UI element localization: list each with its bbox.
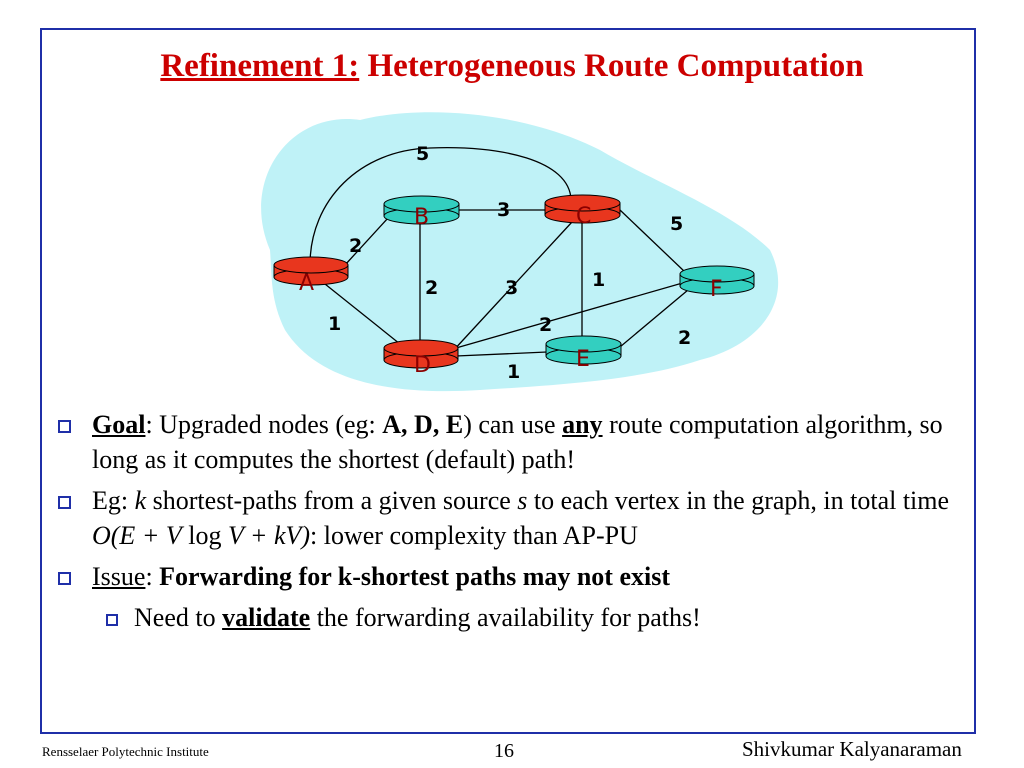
weight-C-D: 3	[505, 277, 518, 299]
title-text: Heterogeneous Route Computation	[359, 48, 864, 84]
node-B: B	[383, 195, 460, 230]
weight-A-D: 1	[328, 313, 341, 335]
weight-A-B: 2	[349, 235, 362, 257]
network-cloud	[261, 112, 779, 392]
node-E-label: E	[576, 347, 590, 372]
bullet-example: Eg: k shortest-paths from a given source…	[58, 483, 958, 553]
edge-A-B	[344, 217, 389, 266]
weight-A-C: 5	[416, 143, 429, 165]
edge-C-D	[451, 221, 573, 353]
goal-text-2: ) can use	[463, 410, 563, 439]
weight-B-C: 3	[497, 199, 510, 221]
title-prefix: Refinement 1:	[160, 48, 360, 84]
weight-C-F: 5	[670, 213, 683, 235]
issue-colon: :	[145, 562, 160, 591]
validate-text-2: the forwarding availability for paths!	[310, 603, 701, 632]
page-number: 16	[494, 740, 514, 762]
validate-word: validate	[222, 603, 311, 632]
footer-institution: Rensselaer Polytechnic Institute	[42, 744, 209, 759]
bullet-list: Goal: Upgraded nodes (eg: A, D, E) can u…	[58, 407, 958, 641]
bullet-goal: Goal: Upgraded nodes (eg: A, D, E) can u…	[58, 407, 958, 477]
node-F: F	[679, 265, 755, 302]
network-diagram: A B C D E F 5 3 5 2 2 3 1 1 2 2 1	[261, 112, 779, 392]
edge-A-D	[319, 279, 406, 349]
node-D: D	[383, 339, 459, 378]
node-A: A	[273, 256, 349, 296]
node-D-label: D	[414, 353, 431, 378]
weight-D-E: 1	[507, 361, 520, 383]
example-text-2: shortest-paths from a given source	[146, 486, 518, 515]
weight-D-F: 2	[539, 314, 552, 336]
edge-A-C	[309, 146, 572, 266]
goal-any: any	[562, 410, 603, 439]
issue-text: Forwarding for k-shortest paths may not …	[159, 562, 671, 591]
example-text-1: Eg:	[92, 486, 135, 515]
goal-text-3: route computation algorithm, so long as …	[92, 410, 943, 474]
slide-title: Refinement 1: Heterogeneous Route Comput…	[0, 44, 1024, 88]
weight-E-F: 2	[678, 327, 691, 349]
goal-text-1: : Upgraded nodes (eg:	[145, 410, 383, 439]
validate-text-1: Need to	[134, 603, 223, 632]
node-C: C	[544, 194, 621, 229]
example-k: k	[134, 486, 147, 515]
weight-C-E: 1	[592, 269, 605, 291]
goal-nodes: A, D, E	[382, 410, 464, 439]
example-log: log	[181, 521, 228, 550]
bullet-box-icon	[58, 420, 71, 433]
edge-D-F	[455, 281, 687, 349]
bullet-issue: Issue: Forwarding for k-shortest paths m…	[58, 559, 958, 594]
edge-C-F	[619, 209, 686, 273]
footer-author: Shivkumar Kalyanaraman	[742, 737, 962, 761]
bullet-box-icon	[58, 496, 71, 509]
example-text-4: : lower complexity than AP-PU	[310, 521, 638, 550]
example-formula-2: V + kV)	[227, 521, 311, 550]
node-F-label: F	[710, 277, 723, 302]
node-A-label: A	[299, 271, 314, 296]
weight-B-D: 2	[425, 277, 438, 299]
example-text-3: to each vertex in the graph, in total ti…	[527, 486, 950, 515]
bullet-box-icon	[106, 614, 118, 626]
node-C-label: C	[576, 204, 591, 229]
issue-label: Issue	[92, 562, 146, 591]
goal-label: Goal	[92, 410, 146, 439]
edge-E-F	[613, 289, 689, 353]
node-E: E	[545, 335, 622, 372]
example-formula-1: O(E + V	[92, 521, 182, 550]
sub-bullet-validate: Need to validate the forwarding availabi…	[106, 600, 958, 635]
example-s: s	[517, 486, 528, 515]
bullet-box-icon	[58, 572, 71, 585]
slide-frame	[40, 28, 976, 734]
edge-D-E	[455, 351, 548, 357]
node-B-label: B	[414, 205, 429, 230]
